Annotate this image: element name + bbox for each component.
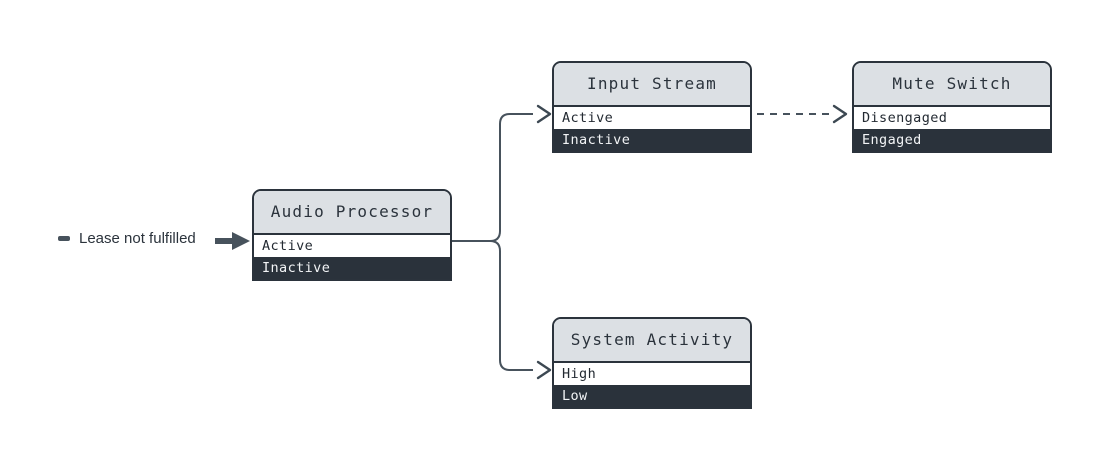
node-title: Audio Processor <box>254 191 450 235</box>
node-input-stream[interactable]: Input Stream Active Inactive <box>552 61 752 153</box>
node-row-state-engaged[interactable]: Engaged <box>854 129 1050 151</box>
node-title: System Activity <box>554 319 750 363</box>
node-mute-switch[interactable]: Mute Switch Disengaged Engaged <box>852 61 1052 153</box>
node-system-activity[interactable]: System Activity High Low <box>552 317 752 409</box>
node-audio-processor[interactable]: Audio Processor Active Inactive <box>252 189 452 281</box>
node-row-state-disengaged[interactable]: Disengaged <box>854 107 1050 129</box>
node-row-state-low[interactable]: Low <box>554 385 750 407</box>
dash-stub-icon <box>58 236 70 241</box>
node-row-state-inactive[interactable]: Inactive <box>254 257 450 279</box>
entry-arrow-connector <box>215 232 250 250</box>
node-row-state-active[interactable]: Active <box>554 107 750 129</box>
node-row-state-high[interactable]: High <box>554 363 750 385</box>
entry-label-text: Lease not fulfilled <box>79 230 196 247</box>
branch-arrowheads <box>536 104 552 380</box>
input-to-mute-connector <box>757 104 848 124</box>
audio-branch-connector <box>452 113 533 371</box>
node-row-state-active[interactable]: Active <box>254 235 450 257</box>
node-row-state-inactive[interactable]: Inactive <box>554 129 750 151</box>
node-title: Input Stream <box>554 63 750 107</box>
entry-label: Lease not fulfilled <box>58 230 196 247</box>
node-title: Mute Switch <box>854 63 1050 107</box>
